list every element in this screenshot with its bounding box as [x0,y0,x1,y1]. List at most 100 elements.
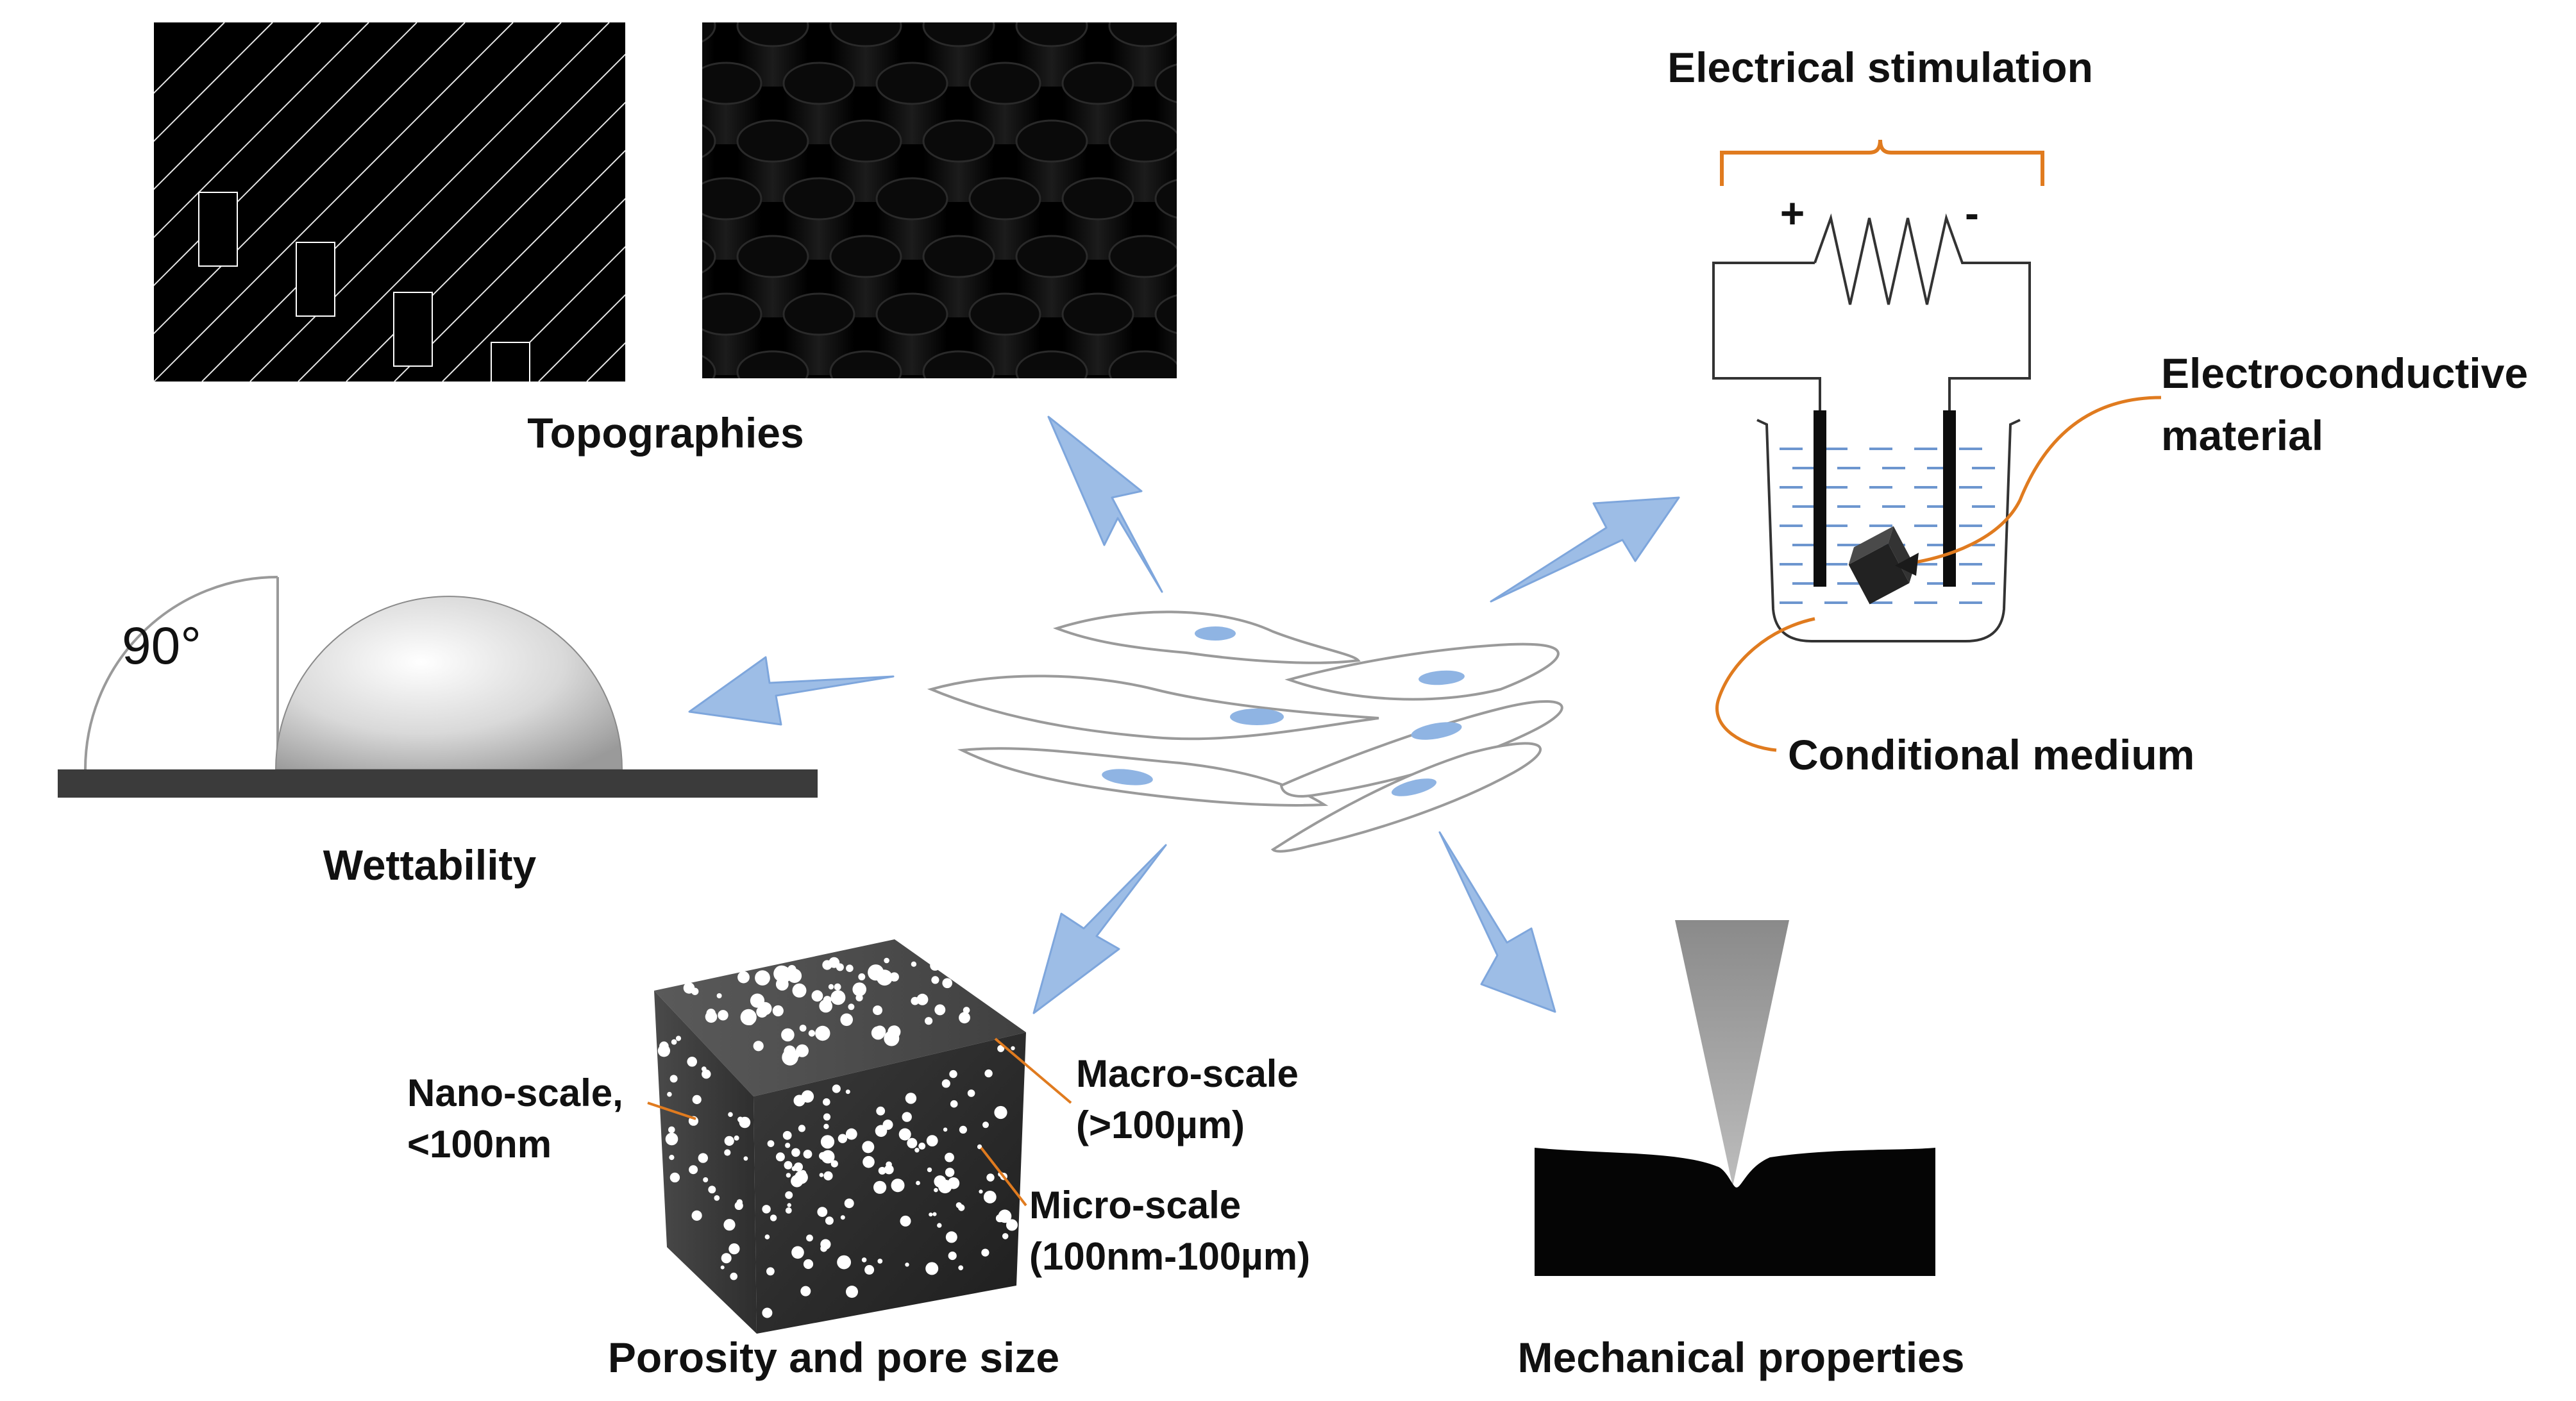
pore [873,1180,887,1194]
groove-step-face [491,342,530,382]
pore [863,1155,875,1168]
pore [877,969,893,986]
pore [822,960,832,970]
pore [945,1168,955,1177]
conditional-medium-dashes [1780,448,1995,604]
pore [884,1164,894,1175]
groove-step-face [296,242,335,317]
pore [840,1013,853,1027]
pore [785,1143,791,1148]
pore [773,965,790,982]
material-leader-line [1903,396,2162,566]
pore [916,1180,920,1186]
pillar-top [702,177,762,221]
cell-nucleus [1195,626,1236,641]
pore [745,1015,755,1026]
pore [941,1079,950,1088]
medium-leader-line [1715,617,1815,752]
pore [734,1201,743,1210]
pore [911,996,920,1005]
arrow-to-wettability [688,656,895,726]
pore [937,1223,942,1228]
pore [798,1125,805,1132]
pore [884,957,889,964]
pore [934,1004,946,1016]
cell-nuclei [1102,626,1465,796]
pore [845,1089,850,1095]
pore [929,1212,933,1217]
pore [945,1152,954,1162]
pore [898,1128,911,1141]
pore [905,1093,917,1104]
pillar-top [1061,62,1134,105]
pore [800,1286,811,1296]
pore [728,1243,740,1255]
pillar-top [1015,350,1088,378]
pillar-top [736,235,809,278]
pore [943,1127,948,1132]
pore [837,1255,851,1270]
pore [848,1003,855,1011]
pillar-top [1015,119,1088,163]
pore [718,1010,728,1021]
pillar-top [702,22,716,43]
wettability-label: Wettability [323,841,537,889]
pillar-gap [1184,301,1206,330]
pillar-top [1154,63,1177,103]
pillar-top [875,292,948,336]
pore [1002,1002,1017,1017]
pore [979,1189,983,1194]
pore [772,1005,784,1017]
pore [823,1098,830,1106]
pore [750,993,765,1008]
pore [724,1149,731,1156]
pore [723,1219,736,1231]
groove-step-face [393,292,433,367]
electrode-right [1943,410,1956,587]
pillar-top [875,177,948,221]
pore [819,999,832,1013]
pillar-gap [1091,417,1113,446]
groove-edge-line [298,53,625,382]
pillar-top [922,350,995,378]
pore [669,1155,675,1161]
pore [728,1112,733,1117]
pore [925,1017,933,1025]
pore [825,1216,834,1225]
pore [958,1265,964,1271]
cell-cluster [927,610,1563,853]
cube-front-face [753,1032,1026,1334]
pore [762,1205,771,1214]
pore [791,1148,800,1157]
pore [858,973,866,980]
material-leader-arrowhead [1895,553,1919,576]
pore [862,1141,875,1154]
pore [947,1177,960,1189]
pore [838,1134,848,1143]
pore [998,1209,1012,1223]
nano-scale-label-line2: <100nm [407,1123,551,1166]
pore [703,1177,709,1182]
pillar-top [702,292,762,336]
pore [836,963,844,971]
pore [743,1156,748,1161]
pillar-top [1061,177,1134,221]
pore [900,1215,911,1227]
electroconductive-label-line2: material [2161,412,2323,459]
pore [876,1106,886,1116]
pore [705,1011,718,1023]
pore [784,1161,793,1170]
pore [845,1128,857,1140]
pore [902,1112,912,1122]
pillar-body [1109,372,1177,378]
pore [665,1132,678,1146]
pore [753,1041,764,1052]
groove-edge-line [154,22,514,382]
groove-edge-line [490,246,625,382]
pore [931,976,939,984]
pore [791,1246,804,1259]
pore [762,1307,773,1318]
pillar-gap [812,417,834,446]
pore [811,990,823,1002]
pore [793,1095,805,1107]
